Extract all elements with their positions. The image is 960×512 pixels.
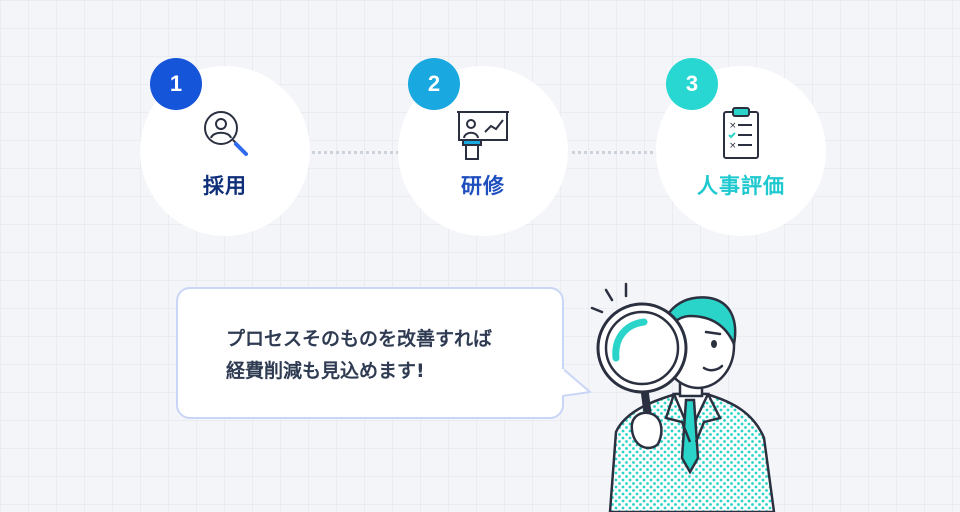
speech-bubble-text: プロセスそのものを改善すれば 経費削減も見込めます! (226, 323, 556, 387)
training-presentation-icon (457, 111, 509, 160)
svg-text:×: × (729, 121, 737, 131)
svg-text:×: × (729, 141, 737, 151)
step-label-recruit: 採用 (203, 174, 247, 198)
step-card-evaluation: 3 × × 人事評価 (656, 58, 826, 236)
speech-bubble-tail (560, 367, 591, 397)
step-number-badge: 2 (408, 58, 460, 110)
step-number-badge: 1 (150, 58, 202, 110)
step-connector-2-3 (565, 151, 665, 154)
step-label-training: 研修 (461, 174, 505, 198)
businessman-with-magnifier-illustration (590, 282, 776, 512)
speech-line-1: プロセスそのものを改善すれば (226, 328, 493, 350)
speech-bubble: プロセスそのものを改善すれば 経費削減も見込めます! (176, 287, 564, 419)
step-number-badge: 3 (666, 58, 718, 110)
speech-line-2: 経費削減も見込めます! (226, 360, 425, 382)
step-label-evaluation: 人事評価 (697, 174, 785, 198)
step-card-recruit: 1 採用 (140, 58, 310, 236)
step-card-training: 2 研修 (398, 58, 568, 236)
step-connector-1-2 (305, 151, 405, 154)
evaluation-clipboard-icon: × × (723, 107, 759, 159)
recruit-search-icon (204, 111, 248, 156)
